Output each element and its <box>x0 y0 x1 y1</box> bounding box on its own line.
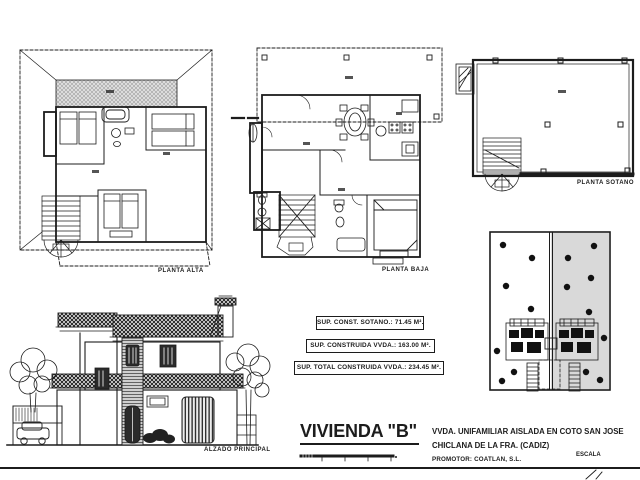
trees-dots <box>493 241 608 385</box>
right-tree <box>225 343 271 446</box>
beds-bottom-room <box>103 193 139 238</box>
upper-windows <box>94 344 177 390</box>
oval-window <box>248 123 258 143</box>
roof-outline-dashed <box>19 49 213 267</box>
ground-window <box>146 395 169 408</box>
area-box-vivienda: SUP. CONSTRUIDA VVDA.: 163.00 M². <box>306 339 435 353</box>
scale-fraction-mark <box>585 469 603 480</box>
title-block-rule <box>0 467 640 469</box>
chimney <box>209 295 237 338</box>
site-plan-drawing <box>489 231 611 392</box>
area-box-total-text: SUP. TOTAL CONSTRUIDA VVDA.: 234.45 M². <box>296 364 442 371</box>
porch-outline-dashed <box>256 47 443 123</box>
bed-double-left <box>59 111 97 145</box>
roof-hip-lines <box>19 49 213 251</box>
house-footprint-right <box>555 318 599 361</box>
planta-sotano-label: PLANTA SOTANO <box>577 180 635 186</box>
interior-walls <box>55 106 207 243</box>
porch-columns <box>261 54 440 120</box>
room-label-mark <box>338 188 345 191</box>
entry-door-arcs <box>261 94 363 206</box>
room-label-mark <box>558 90 566 93</box>
room-label-mark <box>92 170 99 173</box>
tower-roof <box>55 312 120 332</box>
bed-master <box>373 199 418 258</box>
staircase-ground <box>276 194 316 256</box>
bathroom-fixtures <box>333 199 366 252</box>
beds-right-room <box>151 113 195 147</box>
driveway-dashed <box>538 359 561 390</box>
houses-connector <box>544 337 558 350</box>
promoter-line: PROMOTOR: COATLAN, S.L. <box>432 456 522 463</box>
project-description-line2: CHICLANA DE LA FRA. (CADIZ) <box>432 441 550 450</box>
porch-step <box>372 257 404 265</box>
side-wall <box>236 414 257 446</box>
sheet-title: VIVIENDA "B" <box>300 421 420 445</box>
plot-divider <box>549 231 553 391</box>
scale-label: ESCALA <box>576 452 601 458</box>
room-label-mark <box>345 76 353 79</box>
room-label-mark <box>303 142 310 145</box>
left-tree <box>9 347 58 413</box>
planta-sotano-drawing <box>455 57 635 192</box>
path-ladder-left <box>526 362 539 392</box>
alzado-principal-label: ALZADO PRINCIPAL <box>204 447 271 453</box>
lightwell-hatch <box>455 63 475 95</box>
bathroom-fixtures <box>111 127 135 147</box>
room-label-mark <box>163 152 170 155</box>
car <box>16 421 50 445</box>
lower-roof <box>49 373 246 389</box>
bathtub <box>101 106 130 123</box>
planta-alta-label: PLANTA ALTA <box>158 268 204 274</box>
area-box-vivienda-text: SUP. CONSTRUIDA VVDA.: 163.00 M². <box>310 342 431 349</box>
area-box-sotano: SUP. CONST. SOTANO.: 71.45 M². <box>316 316 424 330</box>
grille-window <box>181 396 215 444</box>
bush <box>143 429 175 444</box>
house-footprint-left <box>505 318 549 361</box>
path-ladder-right <box>568 362 581 392</box>
alzado-principal-drawing <box>6 295 271 446</box>
room-label-mark <box>106 90 114 93</box>
kitchen-fixtures <box>375 99 419 157</box>
planta-baja-drawing <box>230 47 443 265</box>
main-roof <box>109 314 227 342</box>
exterior-walls <box>471 58 635 178</box>
exterior-walls <box>249 94 421 258</box>
planter-fence <box>12 405 63 446</box>
interior-walls <box>261 94 421 258</box>
front-door <box>124 405 141 444</box>
staircase-basement <box>482 137 522 192</box>
project-description-line1: VVDA. UNIFAMILIAR AISLADA EN COTO SAN JO… <box>432 427 624 436</box>
dining-table <box>335 104 375 141</box>
area-box-sotano-text: SUP. CONST. SOTANO.: 71.45 M². <box>317 319 424 326</box>
room-label-mark <box>396 112 402 115</box>
exterior-walls <box>43 106 207 243</box>
columns <box>492 57 631 175</box>
planta-alta-drawing <box>19 49 213 267</box>
area-box-total: SUP. TOTAL CONSTRUIDA VVDA.: 234.45 M². <box>294 361 444 375</box>
planta-baja-label: PLANTA BAJA <box>382 267 430 273</box>
aseo-fixtures <box>255 192 271 230</box>
roof-terrace-hatch <box>55 79 178 108</box>
staircase-upper <box>41 195 81 258</box>
scale-bar <box>299 453 397 462</box>
